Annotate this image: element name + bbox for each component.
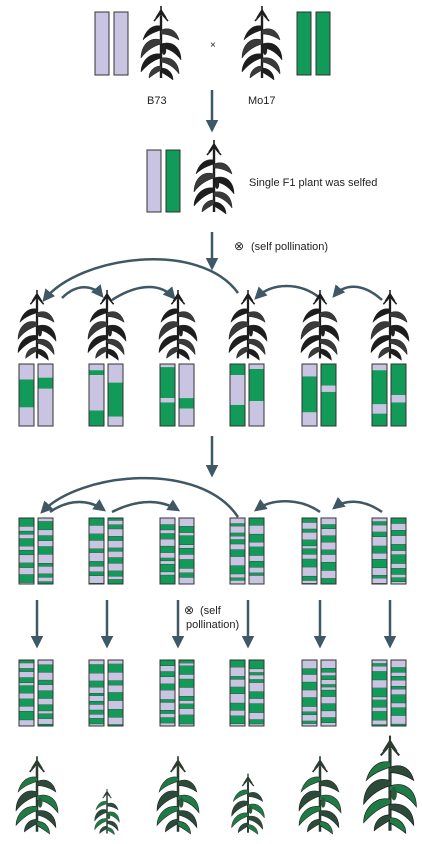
arrow-icon bbox=[111, 499, 181, 514]
chromosome-icon bbox=[178, 659, 195, 727]
chromosome-icon bbox=[88, 363, 105, 427]
chromosome-icon bbox=[107, 363, 124, 427]
chromosome-icon bbox=[248, 517, 265, 585]
self-pollination-label-2b: pollination) bbox=[186, 619, 239, 631]
maize-plant-icon bbox=[140, 6, 182, 81]
arrow-icon bbox=[40, 476, 240, 518]
chromosome-icon bbox=[315, 11, 331, 76]
self-symbol-2: ⊗ bbox=[184, 603, 194, 617]
chromosome-icon bbox=[248, 659, 265, 727]
maize-plant-icon bbox=[17, 290, 57, 361]
arrow-icon bbox=[332, 496, 383, 514]
chromosome-icon bbox=[94, 11, 110, 76]
chromosome-icon bbox=[371, 659, 388, 727]
maize-plant-icon bbox=[94, 788, 120, 836]
gen2-chromosome-row bbox=[18, 517, 407, 585]
gen3-arrows bbox=[30, 600, 397, 649]
gen3-chromosome-row bbox=[18, 659, 407, 727]
maize-plant-icon bbox=[370, 290, 410, 361]
chromosome-icon bbox=[371, 363, 388, 427]
chromosome-icon bbox=[371, 517, 388, 585]
chromosome-icon bbox=[159, 363, 176, 427]
maize-plant-icon bbox=[300, 290, 340, 361]
self-pollination-label-2a: (self bbox=[200, 605, 222, 617]
chromosome-icon bbox=[18, 517, 35, 585]
chromosome-icon bbox=[18, 363, 35, 427]
arrow-icon bbox=[42, 258, 240, 302]
chromosome-icon bbox=[320, 517, 337, 585]
chromosome-icon bbox=[107, 517, 124, 585]
chromosome-icon bbox=[37, 517, 54, 585]
chromosome-icon bbox=[178, 363, 195, 427]
chromosome-icon bbox=[390, 517, 407, 585]
chromosome-icon bbox=[296, 11, 312, 76]
chromosome-icon bbox=[229, 363, 246, 427]
maize-plant-icon bbox=[15, 756, 59, 835]
maize-plant-icon bbox=[87, 290, 127, 361]
gen3-plants-row bbox=[15, 735, 417, 836]
label-b73: B73 bbox=[147, 95, 167, 107]
maize-plant-icon bbox=[193, 140, 235, 215]
chromosome-icon bbox=[113, 11, 129, 76]
chromosome-pair-b73 bbox=[94, 11, 129, 76]
gen1-plants-row bbox=[17, 290, 410, 361]
maize-plant-icon bbox=[363, 735, 417, 835]
self-pollination-label-1: (self pollination) bbox=[251, 241, 328, 253]
arrow-icon bbox=[49, 499, 107, 514]
chromosome-icon bbox=[88, 659, 105, 727]
chromosome-icon bbox=[301, 659, 318, 727]
chromosome-icon bbox=[248, 363, 265, 427]
gen1-chromosome-row bbox=[18, 363, 407, 427]
chromosome-icon bbox=[88, 517, 105, 585]
chromosome-icon bbox=[229, 517, 246, 585]
chromosome-icon bbox=[390, 659, 407, 727]
chromosome-icon bbox=[320, 659, 337, 727]
maize-plant-icon bbox=[298, 756, 342, 835]
arrow-icon bbox=[61, 284, 104, 299]
arrow-icon bbox=[254, 284, 321, 300]
chromosome-icon bbox=[229, 659, 246, 727]
maize-plant-icon bbox=[158, 290, 198, 361]
gen2-arcs bbox=[40, 476, 383, 518]
chromosome-icon bbox=[165, 149, 181, 213]
chromosome-icon bbox=[146, 149, 162, 213]
maize-plant-icon bbox=[241, 6, 283, 81]
cross-symbol: × bbox=[210, 40, 216, 51]
f1-caption: Single F1 plant was selfed bbox=[249, 177, 377, 189]
chromosome-icon bbox=[37, 659, 54, 727]
chromosome-icon bbox=[178, 517, 195, 585]
chromosome-icon bbox=[37, 363, 54, 427]
maize-plant-icon bbox=[156, 756, 200, 835]
parent-mo17: Mo17 bbox=[241, 6, 331, 107]
chromosome-icon bbox=[159, 517, 176, 585]
chromosome-icon bbox=[159, 659, 176, 727]
arrow-icon bbox=[253, 499, 321, 514]
parent-b73: B73 bbox=[94, 6, 182, 107]
chromosome-icon bbox=[320, 363, 337, 427]
gen1-arcs bbox=[42, 258, 383, 302]
chromosome-icon bbox=[301, 363, 318, 427]
f1-plant: Single F1 plant was selfed bbox=[146, 140, 377, 215]
maize-plant-icon bbox=[228, 290, 268, 361]
arrow-icon bbox=[111, 285, 176, 302]
arrow-icon bbox=[332, 284, 383, 301]
chromosome-icon bbox=[18, 659, 35, 727]
chromosome-pair-mo17 bbox=[296, 11, 331, 76]
chromosome-icon bbox=[301, 517, 318, 585]
chromosome-icon bbox=[390, 363, 407, 427]
self-symbol-1: ⊗ bbox=[234, 239, 244, 253]
maize-plant-icon bbox=[231, 773, 265, 835]
label-mo17: Mo17 bbox=[248, 95, 276, 107]
chromosome-icon bbox=[107, 659, 124, 727]
